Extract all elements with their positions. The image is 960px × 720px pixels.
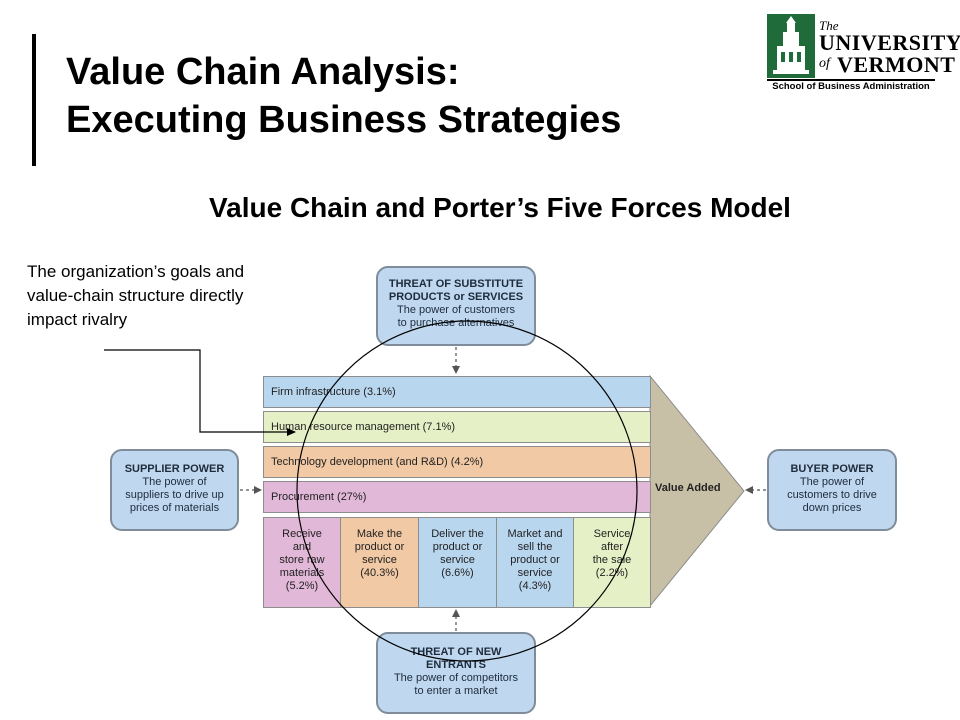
annotation-connector-arrow	[104, 349, 296, 436]
annotation-line2: value-chain structure directly	[27, 286, 244, 305]
support-bar-firm-infrastructure: Firm infrastructure (3.1%)	[263, 376, 651, 408]
support-bar-human-resource: Human resource management (7.1%)	[263, 411, 651, 443]
support-bar-technology: Technology development (and R&D) (4.2%)	[263, 446, 651, 478]
force-description: The power of competitors	[393, 672, 519, 684]
force-box-buyer-power: BUYER POWER The power of customers to dr…	[767, 449, 897, 531]
slide-subtitle: Value Chain and Porter’s Five Forces Mod…	[209, 192, 791, 223]
force-description: prices of materials	[129, 502, 220, 514]
primary-activity-line: (40.3%)	[360, 567, 399, 579]
force-heading: PRODUCTS or SERVICES	[388, 291, 524, 303]
annotation-line3: impact rivalry	[27, 310, 128, 329]
rivalry-circle	[296, 320, 638, 662]
university-logo: The UNIVERSITY of VERMONT School of Busi…	[767, 14, 960, 92]
force-description: The power of	[142, 476, 207, 488]
primary-activity-line: (6.6%)	[441, 567, 474, 579]
logo-of: of	[819, 56, 830, 71]
force-box-supplier-power: SUPPLIER POWER The power of suppliers to…	[110, 449, 239, 531]
force-description: to enter a market	[414, 685, 498, 697]
primary-activity-line: materials	[279, 567, 325, 579]
force-heading: ENTRANTS	[426, 659, 486, 671]
annotation-text: The organization’s goals and value-chain…	[27, 260, 332, 332]
primary-activity-line: (4.3%)	[518, 580, 552, 592]
force-heading: THREAT OF SUBSTITUTE	[388, 278, 524, 290]
force-description: The power of customers	[397, 304, 515, 316]
logo-school: School of Business Administration	[772, 81, 930, 92]
force-heading: BUYER POWER	[790, 463, 874, 475]
primary-activity-line: after	[600, 541, 623, 553]
support-bar-procurement: Procurement (27%)	[263, 481, 651, 513]
primary-activity-line: service	[440, 554, 475, 566]
primary-activity-line: service	[362, 554, 397, 566]
force-description: customers to drive	[787, 489, 877, 501]
slide-title: Value Chain Analysis: Executing Business…	[66, 48, 621, 144]
primary-activity-line: and	[292, 541, 312, 553]
slide-title-line2: Executing Business Strategies	[66, 99, 622, 141]
primary-activity-outbound: Deliver the product or service (6.6%)	[418, 517, 497, 608]
primary-activity-line: product or	[354, 541, 405, 553]
force-box-substitutes: THREAT OF SUBSTITUTE PRODUCTS or SERVICE…	[376, 266, 536, 346]
primary-activity-line: Service	[593, 528, 631, 540]
primary-activity-line: (5.2%)	[285, 580, 319, 592]
value-added-label: Value Added	[655, 482, 721, 494]
force-heading: THREAT OF NEW	[410, 646, 502, 658]
force-heading: SUPPLIER POWER	[124, 463, 225, 475]
primary-activity-line: service	[517, 567, 553, 579]
primary-activity-line: Market and	[507, 528, 563, 540]
force-description: The power of	[799, 476, 865, 488]
slide-title-line1: Value Chain Analysis:	[66, 51, 460, 93]
force-description: suppliers to drive up	[125, 489, 224, 501]
force-description: down prices	[802, 502, 862, 514]
primary-activity-line: product or	[510, 554, 560, 566]
primary-activity-marketing: Market and sell the product or service (…	[496, 517, 574, 608]
primary-activity-line: Deliver the	[431, 528, 484, 540]
logo-university: UNIVERSITY	[819, 30, 960, 55]
annotation-line1: The organization’s goals and	[27, 262, 245, 281]
force-box-new-entrants: THREAT OF NEW ENTRANTS The power of comp…	[376, 632, 536, 714]
primary-activity-line: sell the	[517, 541, 553, 553]
primary-activity-service: Service after the sale (2.2%)	[573, 517, 651, 608]
primary-activity-line: (2.2%)	[595, 567, 629, 579]
logo-vermont: VERMONT	[837, 52, 956, 77]
primary-activity-operations: Make the product or service (40.3%)	[340, 517, 419, 608]
title-accent-bar	[32, 34, 36, 166]
logo-rule	[767, 79, 935, 81]
primary-activity-line: Make the	[356, 528, 403, 540]
logo-seal-icon	[767, 14, 815, 78]
logo-the: The	[819, 18, 839, 33]
primary-activity-line: product or	[432, 541, 483, 553]
